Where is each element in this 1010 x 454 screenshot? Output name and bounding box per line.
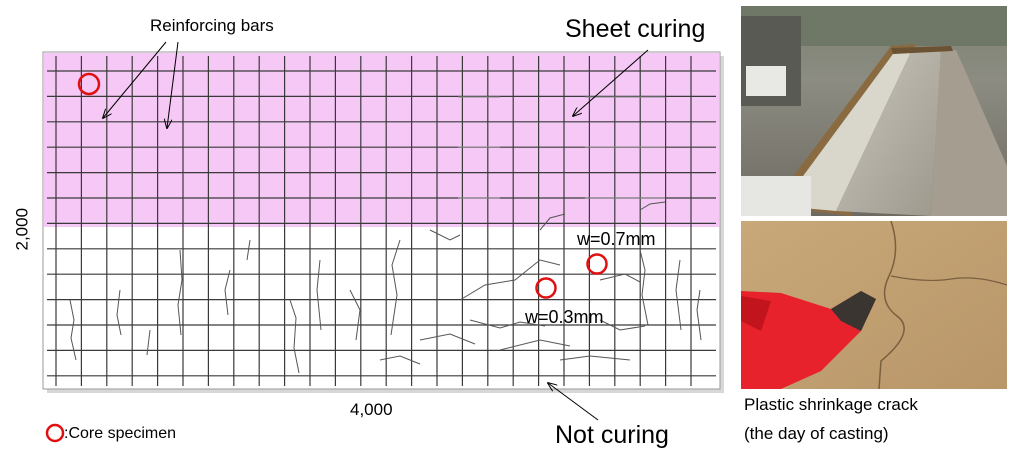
crack-line [379, 355, 421, 365]
photo-crack-closeup-icon [741, 221, 1007, 389]
crack-line [639, 249, 649, 326]
rebar-arrow-2 [167, 41, 179, 128]
crack-line [459, 259, 561, 301]
width-dimension-label: 4,000 [350, 400, 393, 419]
crack-closeup-photo [741, 221, 1007, 389]
crack-line [419, 333, 476, 345]
legend-core-marker-icon [45, 423, 65, 443]
crack-line [349, 289, 361, 341]
photo-caption-line-2: (the day of casting) [744, 424, 889, 443]
crack-line [224, 269, 231, 316]
crack-line [177, 249, 183, 336]
sheet-curing-arrow [573, 49, 649, 116]
crack-line [469, 319, 546, 329]
crack-line [639, 201, 666, 211]
crack-line [429, 229, 461, 241]
crack-line [316, 259, 322, 331]
core-specimen-marker-3 [535, 277, 557, 299]
slab-crack-diagram [42, 41, 724, 443]
crack-line [69, 299, 77, 361]
photo-caption-line-1: Plastic shrinkage crack [744, 395, 918, 414]
crack-line [559, 355, 631, 361]
reinforcing-bars-label: Reinforcing bars [150, 16, 274, 35]
core-specimen-marker-2 [586, 253, 608, 275]
crack-line [390, 239, 401, 336]
crack-line [675, 259, 682, 331]
crack-line [116, 289, 122, 336]
sheet-curing-zone [44, 53, 719, 227]
core-specimen-marker-1 [77, 72, 101, 96]
crack-width-label-2: w=0.3mm [525, 307, 604, 327]
slab-casting-photo [741, 6, 1007, 216]
rebar-arrow-1 [103, 41, 167, 118]
not-curing-arrow [548, 383, 599, 421]
crack-width-label-1: w=0.7mm [577, 229, 656, 249]
annotation-arrows [103, 41, 649, 421]
crack-line [696, 289, 702, 341]
not-curing-label: Not curing [555, 421, 669, 449]
height-dimension-label: 2,000 [12, 207, 32, 251]
crack-line [146, 329, 151, 356]
crack-line [599, 319, 646, 331]
photo-site-overview-icon [741, 6, 1007, 216]
crack-line [599, 273, 641, 283]
reinforcing-bar-grid [47, 56, 716, 386]
sheet-curing-label: Sheet curing [565, 15, 706, 43]
crack-line [246, 239, 251, 261]
crack-line [539, 213, 566, 231]
crack-line [289, 299, 300, 374]
crack-line [499, 339, 571, 351]
crack-lines [69, 201, 702, 374]
legend-core-specimen-label: :Core specimen [64, 425, 177, 442]
